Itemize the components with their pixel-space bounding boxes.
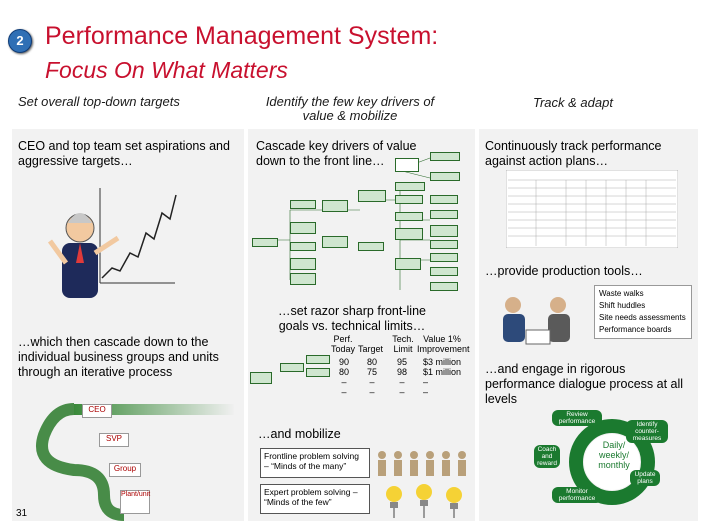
cycle-step: Review performance [552, 410, 602, 426]
driver-node [290, 273, 316, 285]
table-cell: 95 [396, 357, 407, 367]
table-header-perf-today: Perf. Today [330, 334, 356, 354]
driver-node [430, 282, 458, 291]
driver-node [358, 190, 386, 202]
driver-node [430, 267, 458, 276]
cycle-step: Coach and reward [534, 445, 560, 468]
driver-node [430, 225, 458, 237]
driver-node [395, 182, 425, 191]
driver-node [430, 210, 458, 219]
production-tools-list: Waste walks Shift huddles Site needs ass… [594, 285, 692, 339]
action-plan-document [506, 170, 678, 248]
driver-node [290, 222, 316, 234]
driver-node [280, 363, 304, 372]
org-ceo: CEO [82, 404, 112, 418]
driver-node [252, 238, 278, 247]
table-cell: – [423, 377, 429, 387]
tool-item: Site needs assessments [599, 313, 686, 322]
tool-item: Waste walks [599, 289, 644, 298]
table-cell: 80 [366, 357, 377, 367]
people-group-illustration [378, 451, 466, 476]
table-cell: – [369, 377, 375, 387]
org-plant-unit: Plant/unit [120, 490, 150, 514]
driver-node [290, 242, 316, 251]
cycle-center-label: Daily/ weekly/ monthly [598, 440, 630, 470]
col3-text-tracking: Continuously track performance against a… [485, 139, 662, 168]
org-group: Group [109, 463, 141, 477]
driver-node [290, 258, 316, 270]
meeting-people-illustration [503, 297, 570, 345]
frontline-problem-solving-box: Frontline problem solving – “Minds of th… [260, 448, 370, 478]
driver-node [395, 158, 419, 172]
col3-text-tools: …provide production tools… [485, 264, 643, 278]
driver-node [430, 152, 460, 161]
table-cell: – [399, 377, 405, 387]
table-cell: $1 million [423, 367, 462, 377]
col3-text-dialogue: …and engage in rigorous performance dial… [485, 362, 684, 406]
table-cell: – [369, 387, 375, 397]
executive-chart-illustration [47, 188, 177, 298]
driver-node [430, 172, 460, 181]
driver-node [358, 242, 384, 251]
table-header-target: Target [358, 344, 384, 354]
driver-node [290, 200, 316, 209]
driver-node [395, 195, 423, 204]
page-number: 31 [16, 508, 28, 519]
table-cell: – [423, 387, 429, 397]
driver-node [430, 253, 458, 262]
cycle-step: Update plans [630, 470, 660, 486]
tool-item: Shift huddles [599, 301, 646, 310]
col2-text-mobilize: …and mobilize [258, 427, 341, 441]
cycle-step: Monitor performance [552, 487, 602, 503]
org-svp: SVP [99, 433, 129, 447]
table-cell: – [341, 377, 347, 387]
table-cell: 90 [338, 357, 349, 367]
table-header-value-improvement: Value 1% Improvement [417, 334, 470, 354]
slide-number-badge: 2 [8, 29, 32, 53]
col3-header: Track & adapt [533, 95, 613, 110]
driver-node [395, 258, 421, 270]
table-cell: – [341, 387, 347, 397]
tool-item: Performance boards [599, 325, 672, 334]
table-header-tech-limit: Tech. Limit [392, 334, 414, 354]
expert-problem-solving-box: Expert problem solving – “Minds of the f… [260, 484, 370, 514]
org-cascade-diagram [36, 403, 234, 521]
driver-node [250, 372, 272, 384]
driver-node [430, 195, 458, 204]
driver-node [395, 228, 423, 240]
driver-node [306, 368, 330, 377]
col2-text-drivers: Cascade key drivers of value down to the… [256, 139, 417, 168]
col1-text-cascade: …which then cascade down to the individu… [18, 335, 219, 379]
table-cell: – [399, 387, 405, 397]
table-cell: 80 [338, 367, 349, 377]
driver-node [430, 240, 458, 249]
cycle-step: Identify counter-measures [626, 420, 668, 443]
slide-title: Performance Management System: [45, 22, 439, 50]
col1-header: Set overall top-down targets [18, 94, 180, 109]
driver-node [395, 212, 423, 221]
col1-text-aspirations: CEO and top team set aspirations and agg… [18, 139, 230, 168]
driver-node [322, 236, 348, 248]
col2-header: Identify the few key drivers of value & … [265, 94, 435, 123]
driver-node [322, 200, 348, 212]
table-cell: $3 million [423, 357, 462, 367]
lightbulbs-illustration [386, 484, 462, 518]
table-cell: 75 [366, 367, 377, 377]
table-cell: 98 [396, 367, 407, 377]
performance-dialogue-cycle [569, 419, 655, 505]
driver-node [306, 355, 330, 364]
col2-text-goals: …set razor sharp front-line goals vs. te… [278, 304, 426, 333]
slide-subtitle: Focus On What Matters [45, 57, 288, 83]
